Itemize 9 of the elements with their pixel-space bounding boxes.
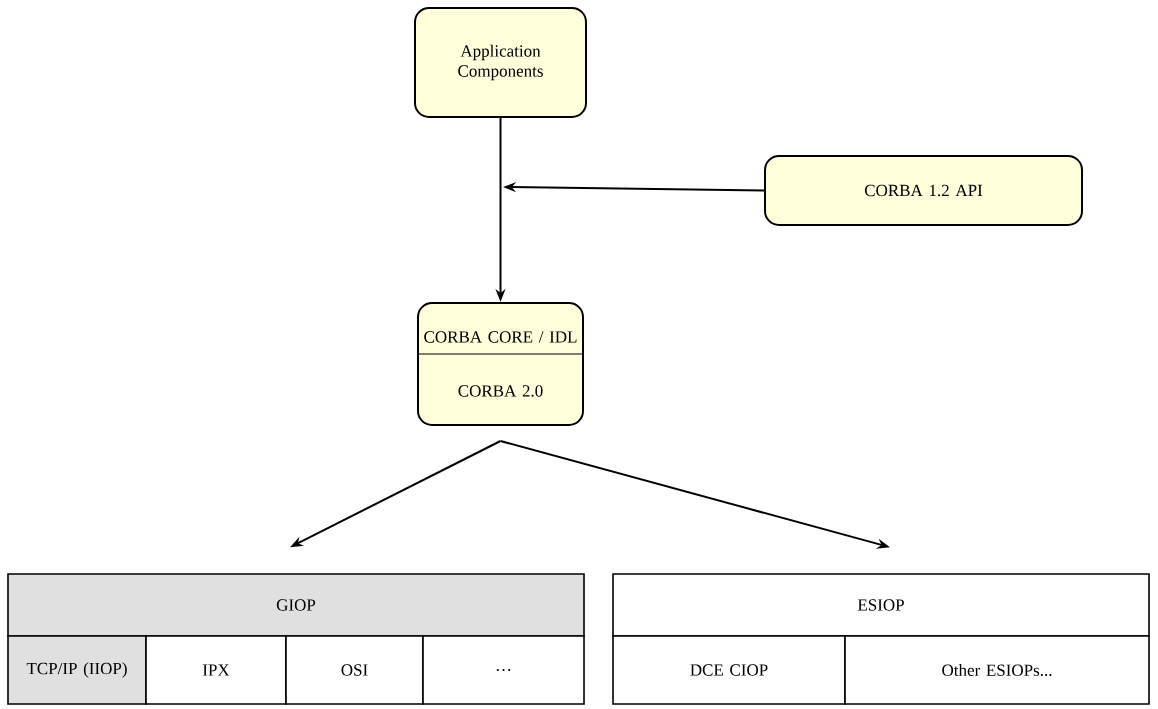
layer-box: … xyxy=(422,635,585,705)
layer-box: IPX xyxy=(145,635,287,705)
process-box: CORBA CORE / IDL CORBA 2.0 xyxy=(417,302,584,426)
layer-box: TCP/IP (IIOP) xyxy=(7,635,147,705)
layer-box: OSI xyxy=(285,635,424,705)
layer-box: Other ESIOPs... xyxy=(844,635,1150,705)
process-box: Application Components xyxy=(414,7,587,118)
process-box: CORBA 1.2 API xyxy=(764,155,1083,226)
layer-box: DCE CIOP xyxy=(612,635,846,705)
